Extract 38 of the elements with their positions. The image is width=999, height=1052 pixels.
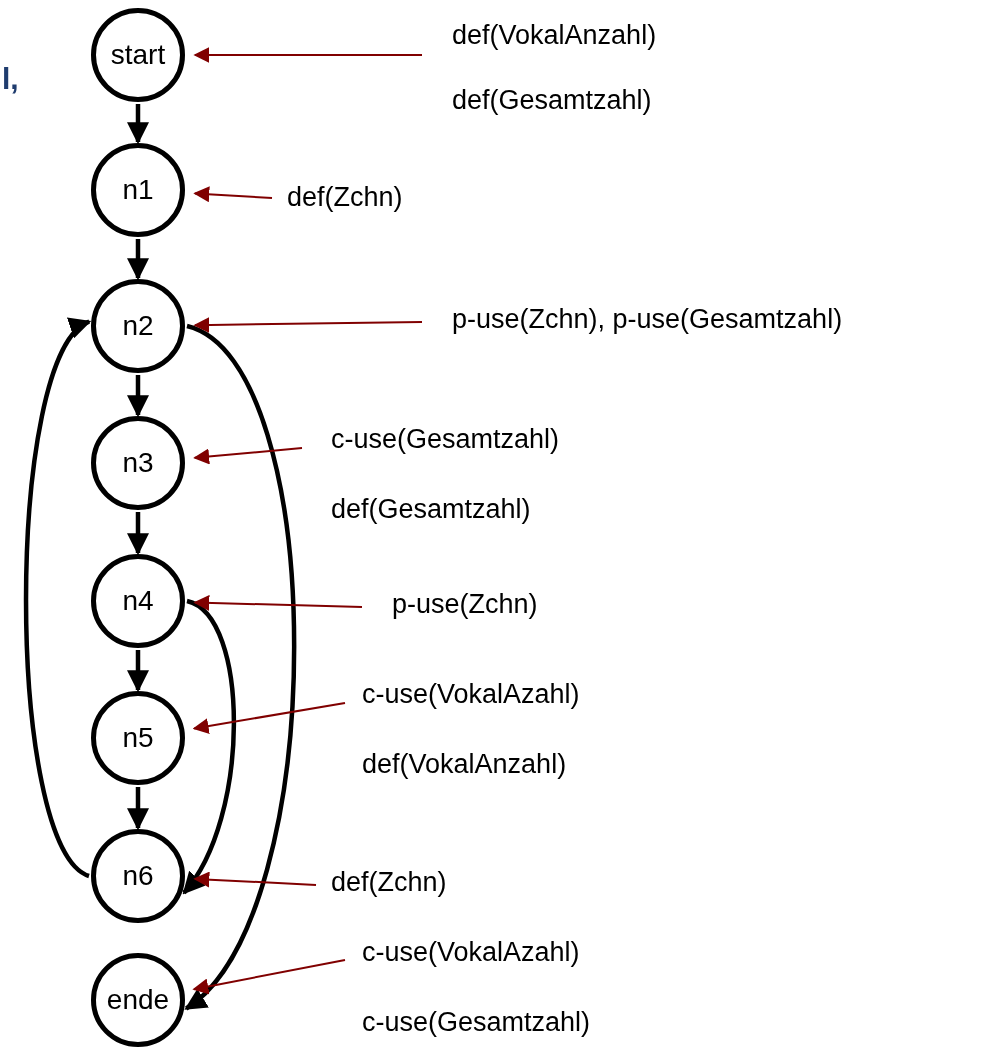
leader-arrow [193,447,303,465]
annotation-text: c-use(VokalAzahl) [362,678,580,711]
flow-arrow [127,239,149,281]
leader-arrow [193,871,317,888]
annotation-text: def(VokalAnzahl) [452,19,657,52]
annotation-text: c-use(Gesamtzahl) [331,423,560,456]
annotation-text: def(Gesamtzahl) [452,84,652,117]
flow-arrow [23,320,91,878]
flow-arrow [127,512,149,556]
leader-arrow [192,959,346,995]
flow-arrow [182,599,237,895]
leader-arrow [193,594,363,611]
flow-arrow [127,104,149,145]
leader-arrow [192,702,346,734]
leader-arrow [193,317,423,333]
annotation-text: p-use(Zchn), p-use(Gesamtzahl) [452,303,843,336]
flow-arrow [184,324,297,1011]
node-label: ende [106,984,170,1016]
leader-arrow [193,186,273,203]
annotation-text: p-use(Zchn) [392,588,538,621]
node-label: n1 [122,174,154,206]
node-label: n3 [122,447,154,479]
node-label: n2 [122,310,154,342]
annotation-text: def(VokalAnzahl) [362,748,567,781]
heading-fragment: l, [2,62,19,96]
leader-arrow [193,47,423,63]
annotation-text: def(Zchn) [287,181,403,214]
node-label: start [110,39,166,71]
annotation-text: c-use(VokalAzahl) [362,936,580,969]
flow-arrow [127,787,149,831]
node-label: n6 [122,860,154,892]
flow-arrow [127,375,149,418]
node-label: n4 [122,585,154,617]
annotation-text: def(Gesamtzahl) [331,493,531,526]
annotation-text: c-use(Gesamtzahl) [362,1006,591,1039]
node-label: n5 [122,722,154,754]
flow-arrow [127,650,149,693]
annotation-text: def(Zchn) [331,866,447,899]
